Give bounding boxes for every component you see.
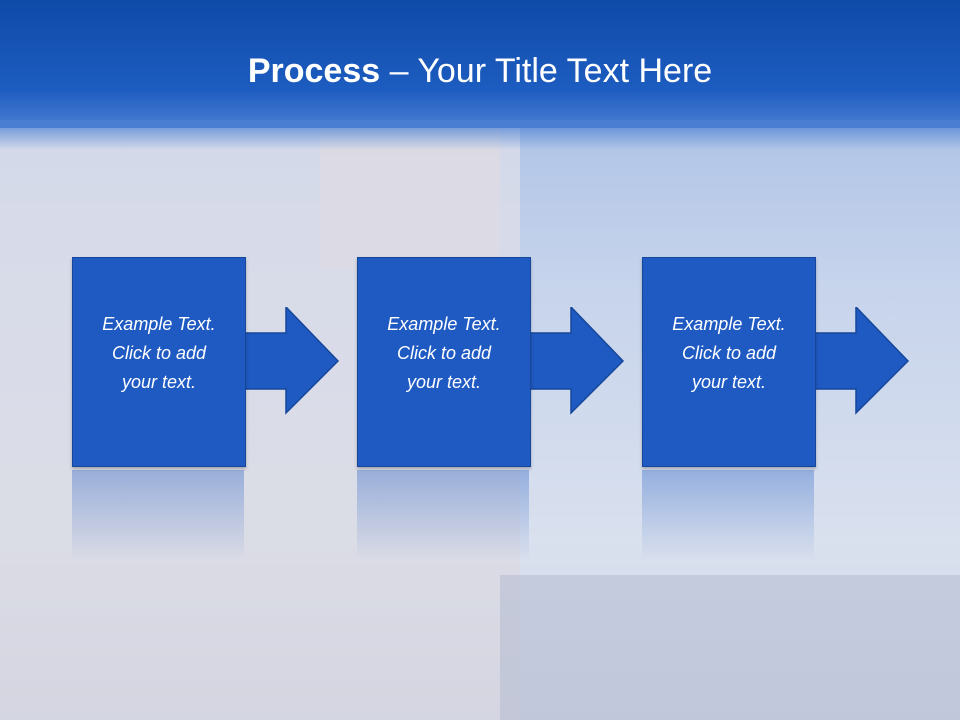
step-text: Example Text. Click to add your text. — [358, 310, 530, 397]
step-box[interactable]: Example Text. Click to add your text. — [642, 257, 816, 467]
right-arrow-icon — [525, 307, 625, 415]
step-reflection — [642, 470, 814, 560]
title-bold: Process — [247, 52, 381, 90]
title-bar — [0, 0, 960, 128]
step-text-line: your text. — [691, 372, 767, 392]
process-step-3[interactable]: Example Text. Click to add your text. — [642, 257, 960, 467]
slide-title[interactable]: Process – Your Title Text Here — [0, 52, 960, 91]
step-text-line: Example Text. — [672, 314, 786, 334]
title-rest: – Your Title Text Here — [380, 52, 713, 90]
cathedral-tower — [320, 130, 500, 270]
right-arrow-icon — [240, 307, 340, 415]
step-box[interactable]: Example Text. Click to add your text. — [72, 257, 246, 467]
step-text: Example Text. Click to add your text. — [73, 310, 245, 397]
building-image — [500, 575, 960, 720]
step-box[interactable]: Example Text. Click to add your text. — [357, 257, 531, 467]
step-text-line: Click to add — [396, 343, 492, 363]
step-text-line: your text. — [121, 372, 197, 392]
step-text-line: Example Text. — [387, 314, 501, 334]
right-arrow-icon — [810, 307, 910, 415]
step-text-line: Click to add — [681, 343, 777, 363]
process-step-1[interactable]: Example Text. Click to add your text. — [72, 257, 424, 467]
step-reflection — [72, 470, 244, 560]
step-text-line: your text. — [406, 372, 482, 392]
step-text-line: Example Text. — [102, 314, 216, 334]
step-text-line: Click to add — [111, 343, 207, 363]
step-reflection — [357, 470, 529, 560]
step-text: Example Text. Click to add your text. — [643, 310, 815, 397]
title-bar-fade — [0, 120, 960, 150]
process-step-2[interactable]: Example Text. Click to add your text. — [357, 257, 709, 467]
